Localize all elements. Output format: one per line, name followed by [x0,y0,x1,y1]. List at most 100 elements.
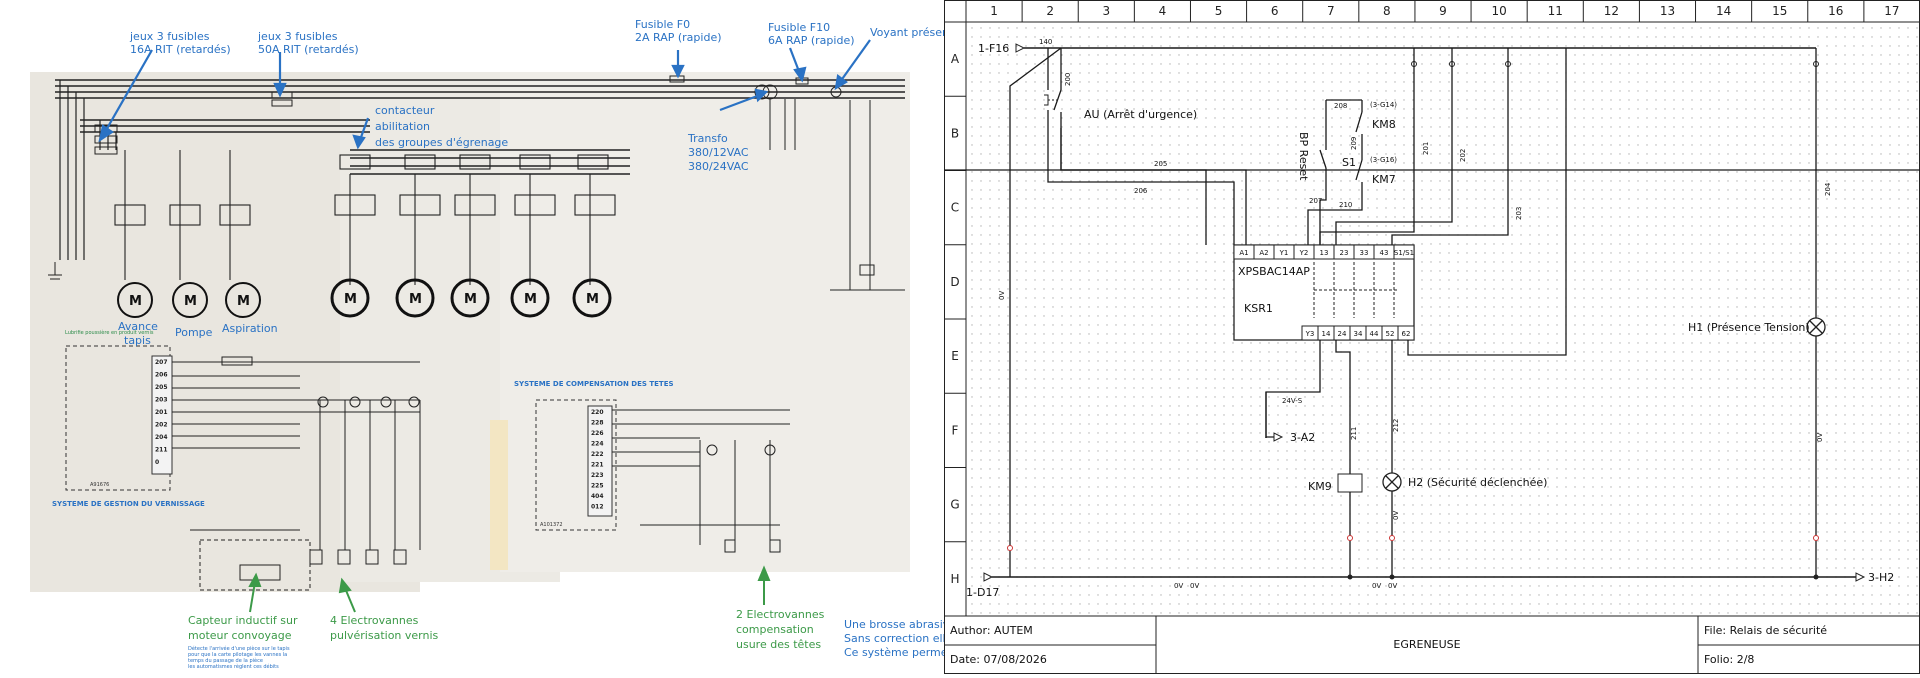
motor-head-1: M [330,278,370,318]
varnish-terminal: 206 [155,372,168,379]
wire-label-0v-h1: 0V [1816,433,1824,442]
column-header: 8 [1383,4,1391,18]
wire-label-0v-b: 0V [1190,582,1199,590]
wire-label-24vs: 24V-S [1282,397,1303,405]
annotation-transfo: Transfo 380/12VAC 380/24VAC [687,132,752,173]
annotation-electrovalves-vernis: 4 Electrovannes pulvérisation vernis [330,614,439,642]
motor-aspiration: M [225,282,261,318]
head-terminal: 226 [591,430,604,437]
svg-text:M: M [237,294,250,309]
svg-text:M: M [344,292,357,307]
ground-symbol [48,262,62,280]
head-terminal: 228 [591,420,604,427]
ref-in-bottom: 1-D17 [966,586,999,599]
varnish-terminal: 205 [155,384,168,391]
column-header: 16 [1828,4,1843,18]
ref-out-right: 3-H2 [1868,571,1894,584]
column-header: 14 [1716,4,1731,18]
km8-km7-contacts: KM8 (3-G14) KM7 (3-G16) 209 210 [1307,100,1397,245]
column-header: 5 [1215,4,1223,18]
label-km7: KM7 [1372,173,1396,186]
label-km8-ref: (3-G14) [1370,101,1397,109]
relay-top-terminal: A1 [1239,249,1248,257]
label-km7-ref: (3-G16) [1370,156,1397,164]
column-header: 12 [1604,4,1619,18]
relay-top-terminal: 33 [1360,249,1369,257]
wire-label-140: 140 [1039,38,1052,46]
motor-head-2: M [395,278,435,318]
head-terminal: 225 [591,483,604,490]
wire-label-0v-h2: 0V [1392,511,1400,520]
head-terminal: 221 [591,462,604,469]
svg-text:M: M [184,294,197,309]
varnish-terminal: 204 [155,434,168,441]
relay-bottom-terminal: 62 [1402,330,1411,338]
paper-sheet-3 [500,72,910,572]
relay-top-terminal: 23 [1340,249,1349,257]
annotation-fuses-16a: jeux 3 fusibles 16A RIT (retardés) [129,30,231,56]
wire-label-203: 203 [1515,207,1523,220]
relay-top-terminal: S1/S1 [1394,249,1414,257]
title-block-folio: Folio: 2/8 [1704,653,1754,666]
annotation-brush: Une brosse abrasive Sans correction elle… [844,618,944,659]
relay-top-terminal: 13 [1320,249,1329,257]
ref-in-top: 1-F16 [978,42,1009,55]
column-header: 9 [1439,4,1447,18]
annotation-varnish-system: SYSTEME DE GESTION DU VERNISSAGE [52,500,205,508]
column-header: 17 [1884,4,1899,18]
column-header: 3 [1102,4,1110,18]
relay-output-wires: 3-A2 24V-S 211 212 [1265,48,1567,474]
dot-grid [966,22,1919,616]
head-terminal: 222 [591,451,604,458]
module-a91676: A91676 [90,482,109,488]
head-terminal: 404 [591,493,604,500]
varnish-terminal: 201 [155,409,168,416]
varnish-wiring [172,356,421,591]
varnish-terminal: 211 [155,447,168,454]
annotation-electrovalves-comp: 2 Electrovannes compensation usure des t… [736,608,828,651]
row-header: E [951,349,959,363]
wire-label-207: 207 [1309,197,1322,205]
annotation-arrows-blue [98,39,871,150]
wire-label-212: 212 [1392,419,1400,432]
varnish-terminal: 202 [155,422,168,429]
h2-lamp[interactable]: H2 (Sécurité déclenchée) 0V [1382,472,1547,580]
annotation-voyant: Voyant présen [870,26,944,39]
bottom-rail: 1-D17 3-H2 0V 0V 0V 0V [966,571,1894,599]
varnish-terminal: 203 [155,397,168,404]
h1-lamp[interactable]: H1 (Présence Tension) 204 0V [1688,48,1832,580]
row-header: D [950,275,959,289]
annotation-fuse-f0: Fusible F0 2A RAP (rapide) [635,18,722,44]
label-h1: H1 (Présence Tension) [1688,321,1810,334]
varnish-terminal: 207 [155,359,168,366]
km9-coil[interactable]: KM9 [1308,473,1363,580]
row-header: H [950,572,959,586]
title-block-author: Author: AUTEM [950,624,1033,637]
varnish-lamps [317,396,420,408]
label-s1: S1 [1342,156,1356,169]
relay-bottom-terminal: 34 [1354,330,1363,338]
ref-out-a2: 3-A2 [1290,431,1315,444]
motor-head-5: M [572,278,612,318]
relay-bottom-terminal: 44 [1370,330,1379,338]
title-block-date: Date: 07/08/2026 [950,653,1047,666]
scanned-schematic: M M M M M M M M [30,18,944,670]
svg-text:M: M [524,292,537,307]
svg-text:M: M [409,292,422,307]
column-header: 6 [1271,4,1279,18]
head-terminal: 223 [591,472,604,479]
wire-label-200: 200 [1064,73,1072,86]
motor-head-3: M [450,278,490,318]
wire-label-0v-d: 0V [1388,582,1397,590]
motor-branches [114,150,616,285]
head-terminal: 220 [591,409,604,416]
column-header: 7 [1327,4,1335,18]
row-header: G [950,498,959,512]
column-header: 4 [1159,4,1167,18]
wire-label-0v-c: 0V [1372,582,1381,590]
